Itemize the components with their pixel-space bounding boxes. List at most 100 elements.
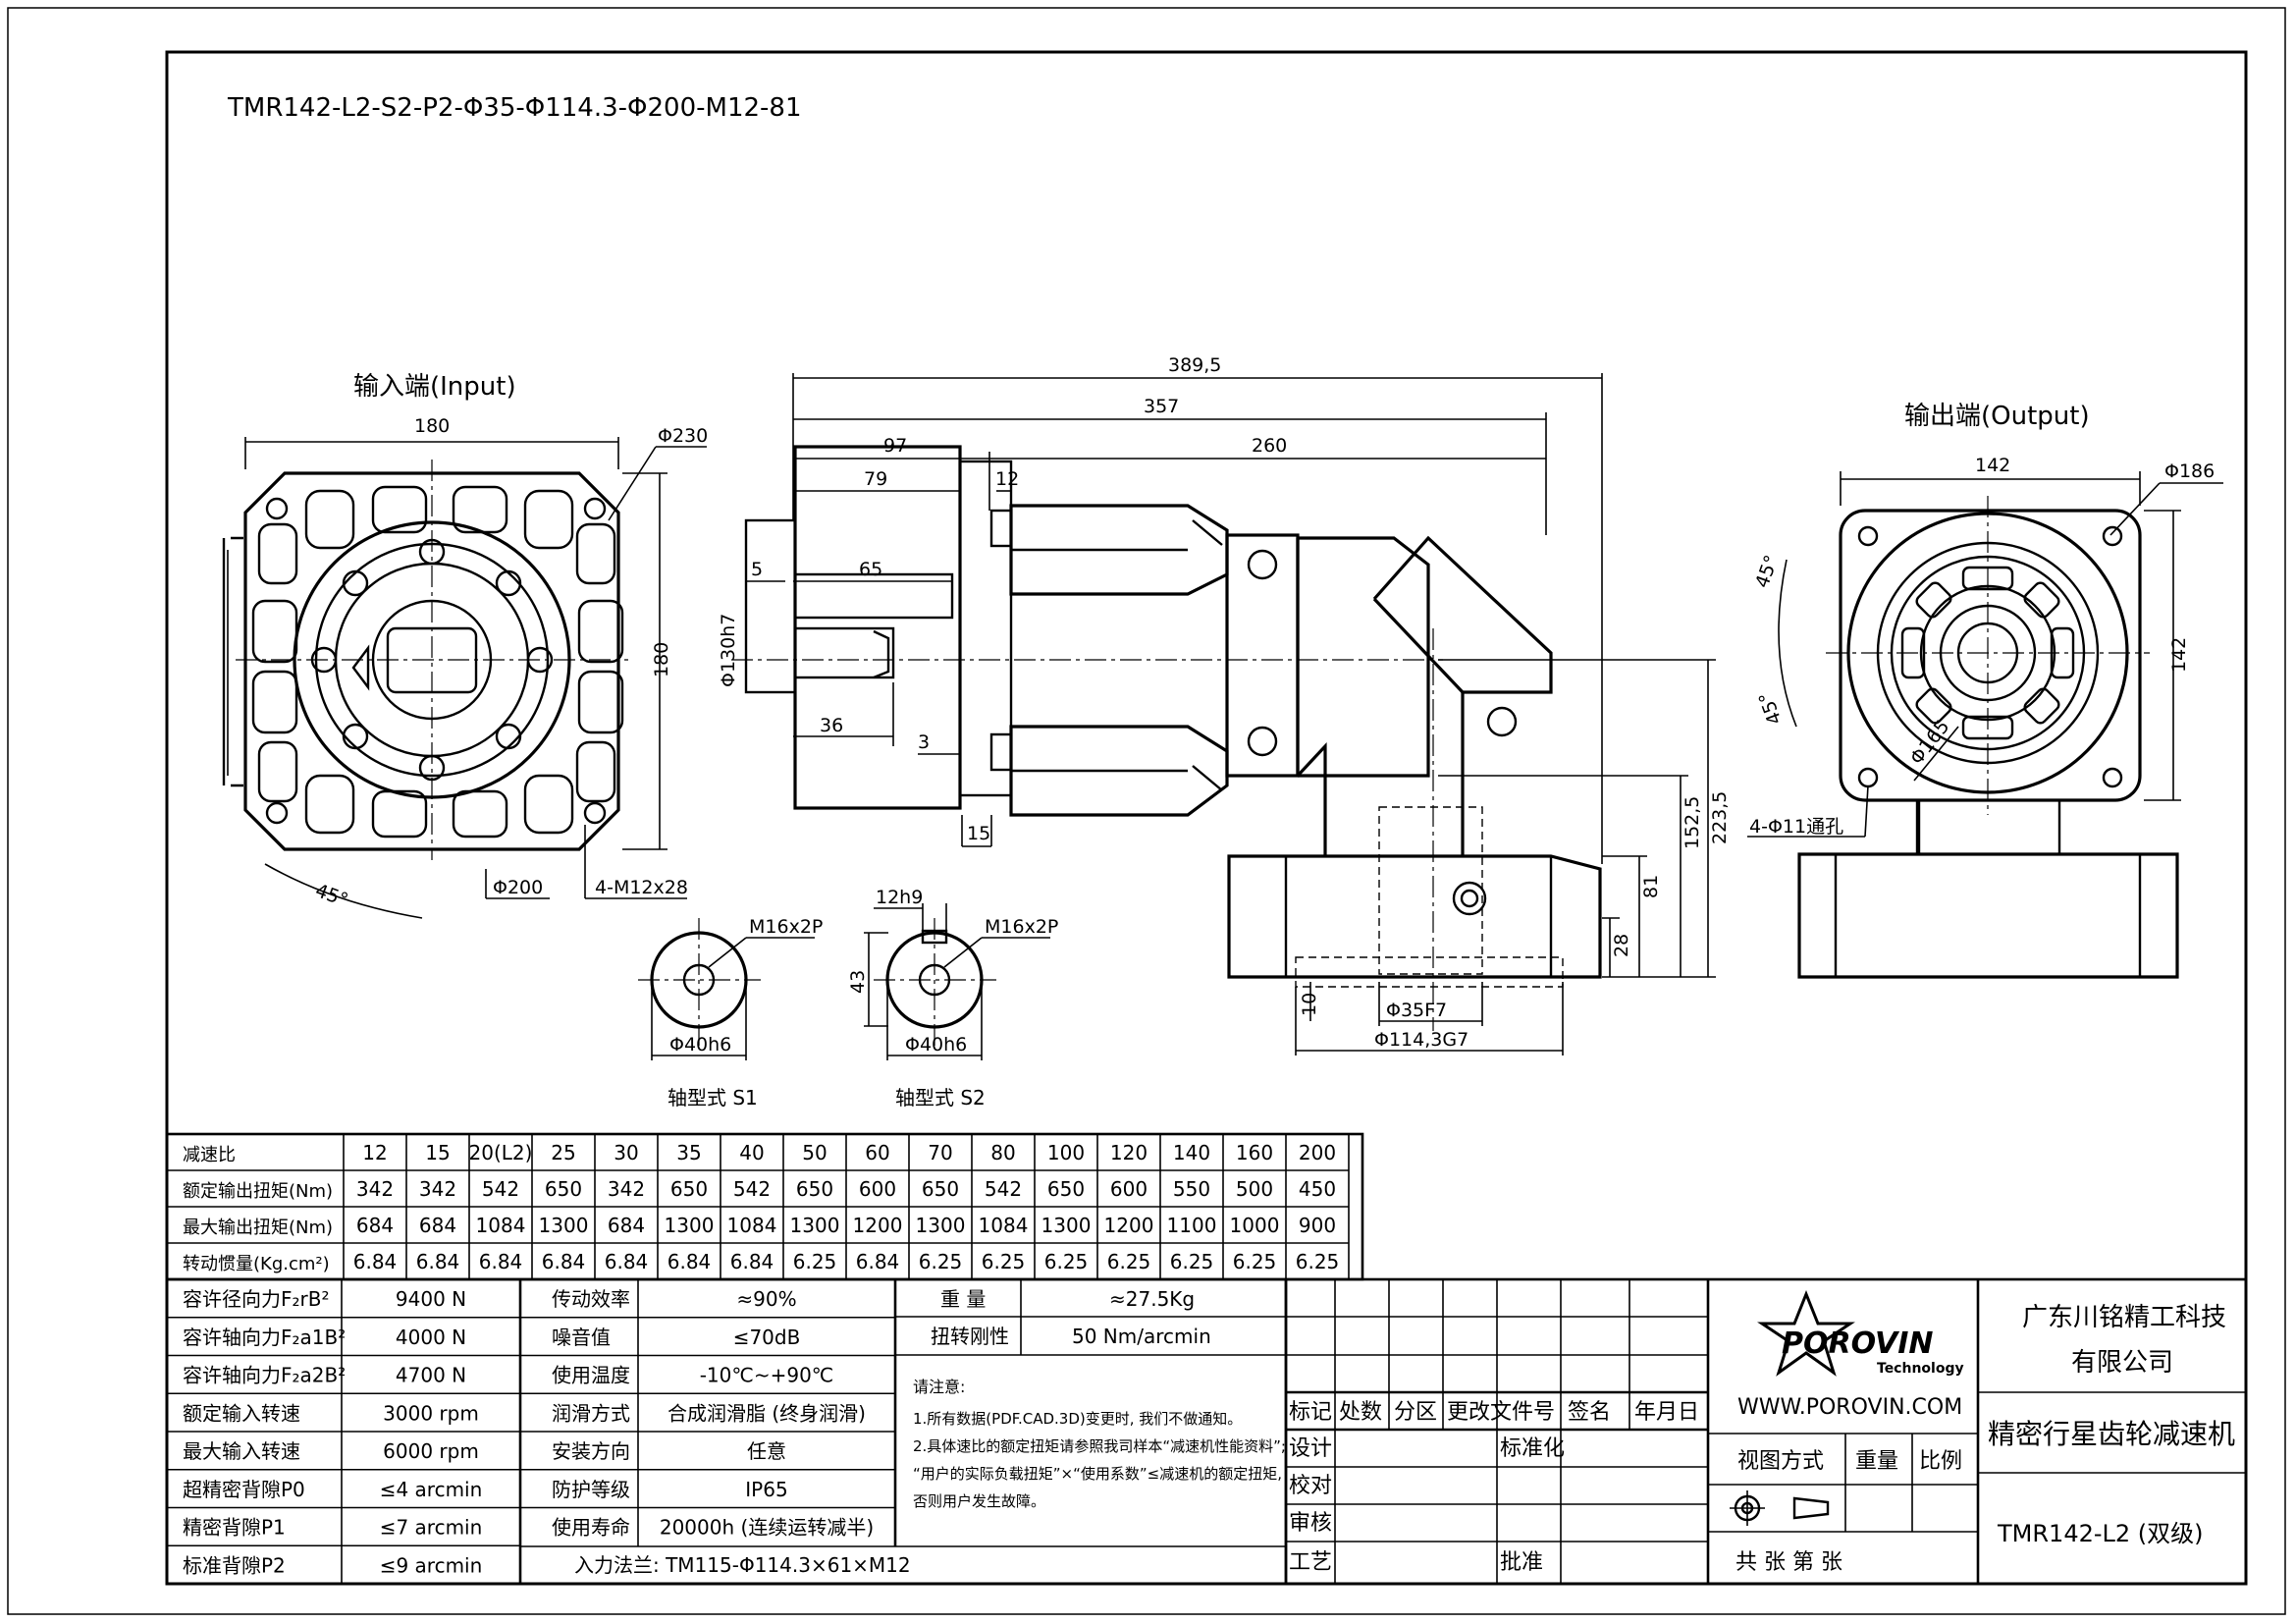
rev-header-count: 处数 [1339, 1400, 1382, 1425]
tb-weight: 重量 [1855, 1449, 1898, 1474]
max-torque-value: 1000 [1230, 1214, 1280, 1237]
out-dim-4-phi-11: 4-Φ11通孔 [1749, 816, 1843, 838]
ratio-value: 200 [1299, 1141, 1336, 1164]
inertia-value: 6.25 [1233, 1250, 1277, 1273]
max-torque-value: 684 [419, 1214, 456, 1237]
spec-mid-value: 合成润滑脂 (终身润滑) [667, 1401, 866, 1425]
spec-left-value: 4700 N [396, 1364, 466, 1387]
rev-header-zone: 分区 [1394, 1400, 1437, 1425]
spec-left-value: 4000 N [396, 1326, 466, 1349]
spec-mid-value: IP65 [745, 1478, 787, 1501]
rated-torque-value: 342 [608, 1177, 645, 1201]
dim-phi-200: Φ200 [493, 877, 543, 898]
rated-torque-value: 500 [1236, 1177, 1273, 1201]
dim-36: 36 [820, 715, 843, 736]
spec-left-value: ≤7 arcmin [380, 1516, 483, 1540]
dim-81: 81 [1640, 875, 1662, 898]
rev-header-doc: 更改文件号 [1447, 1400, 1555, 1425]
output-view: 输出端(Output) [1747, 402, 2223, 979]
row-label-inertia: 转动惯量(Kg.cm²) [183, 1254, 330, 1274]
s2-dia: Φ40h6 [905, 1034, 967, 1056]
model-code: TMR142-L2-S2-P2-Φ35-Φ114.3-Φ200-M12-81 [227, 93, 802, 123]
tb-approve: 批准 [1500, 1550, 1543, 1575]
spec-left-value: 3000 rpm [383, 1401, 479, 1425]
company-line2: 有限公司 [2071, 1348, 2173, 1378]
notes-title: 请注意: [913, 1378, 965, 1396]
max-torque-value: 1200 [1104, 1214, 1154, 1237]
dim-5: 5 [751, 559, 763, 580]
max-torque-value: 1084 [727, 1214, 777, 1237]
s2-height: 43 [847, 970, 869, 994]
spec-weight-value: ≈27.5Kg [1109, 1287, 1195, 1311]
inertia-value: 6.25 [793, 1250, 837, 1273]
inertia-value: 6.25 [1170, 1250, 1214, 1273]
spec-left-label: 最大输入转速 [183, 1439, 300, 1463]
inertia-value: 6.25 [919, 1250, 963, 1273]
inertia-value: 6.84 [416, 1250, 460, 1273]
input-view-title: 输入端(Input) [353, 372, 516, 402]
inertia-value: 6.25 [1044, 1250, 1089, 1273]
spec-mid-label: 噪音值 [552, 1326, 611, 1349]
spec-left-label: 容许轴向力F₂a1B² [183, 1326, 346, 1349]
spec-left-value: 6000 rpm [383, 1439, 479, 1463]
rev-header-date: 年月日 [1634, 1400, 1699, 1425]
tb-process: 工艺 [1289, 1550, 1332, 1575]
company-line1: 广东川铭精工科技 [2022, 1303, 2226, 1332]
dim-389-5: 389,5 [1168, 354, 1221, 376]
ratio-value: 140 [1173, 1141, 1210, 1164]
ratio-value: 60 [865, 1141, 889, 1164]
max-torque-value: 900 [1299, 1214, 1336, 1237]
rated-torque-value: 542 [733, 1177, 771, 1201]
dim-phi-130h7: Φ130h7 [718, 614, 739, 687]
ratio-value: 30 [614, 1141, 638, 1164]
row-label-ratio: 减速比 [183, 1145, 236, 1165]
s2-key: 12h9 [876, 887, 923, 908]
inertia-value: 6.25 [982, 1250, 1026, 1273]
notes-line4: 否则用户发生故障。 [913, 1492, 1045, 1510]
spec-mid-value: 任意 [747, 1439, 786, 1463]
rated-torque-value: 542 [985, 1177, 1022, 1201]
s1-dia: Φ40h6 [669, 1034, 731, 1056]
spec-mid-label: 润滑方式 [552, 1401, 630, 1425]
max-torque-value: 1300 [790, 1214, 840, 1237]
dim-260: 260 [1252, 435, 1287, 457]
s2-thread: M16x2P [985, 916, 1058, 938]
spec-mid-label: 使用寿命 [552, 1516, 630, 1540]
projection-symbol-icon [1730, 1490, 1830, 1526]
dim-phi-35f7: Φ35F7 [1386, 1000, 1447, 1021]
rated-torque-value: 342 [356, 1177, 394, 1201]
spec-mid-value: -10℃~+90℃ [700, 1364, 834, 1387]
rated-torque-value: 650 [670, 1177, 708, 1201]
dim-4-m12: 4-M12x28 [595, 877, 688, 898]
dim-357: 357 [1144, 396, 1179, 417]
dim-15: 15 [967, 823, 990, 844]
dim-45-input: 45° [312, 880, 350, 911]
dim-12: 12 [995, 468, 1019, 490]
rated-torque-value: 542 [482, 1177, 519, 1201]
s2-caption: 轴型式 S2 [895, 1086, 986, 1110]
inertia-value: 6.84 [479, 1250, 523, 1273]
spec-stiffness-label: 扭转刚性 [931, 1325, 1009, 1348]
inertia-value: 6.25 [1296, 1250, 1340, 1273]
dim-180-width: 180 [414, 415, 450, 437]
max-torque-value: 684 [608, 1214, 645, 1237]
ratio-value: 80 [990, 1141, 1015, 1164]
spec-left-label: 精密背隙P1 [183, 1516, 286, 1540]
dim-3: 3 [918, 731, 930, 753]
porovin-logo: POROVIN Technology [1757, 1289, 1964, 1377]
spec-mid-value: 20000h (连续运转减半) [660, 1516, 874, 1540]
max-torque-value: 1300 [665, 1214, 715, 1237]
out-dim-45-bottom: 45° [1755, 689, 1787, 728]
ratio-value: 15 [425, 1141, 450, 1164]
tb-sheets: 共 张 第 张 [1735, 1550, 1842, 1575]
out-dim-142-height: 142 [2168, 637, 2190, 673]
dim-79: 79 [864, 468, 887, 490]
rev-header-sign: 签名 [1568, 1400, 1611, 1425]
spec-mid-label: 使用温度 [552, 1364, 630, 1387]
tb-review: 审核 [1289, 1511, 1332, 1536]
spec-stiffness-value: 50 Nm/arcmin [1072, 1325, 1211, 1348]
s1-thread: M16x2P [749, 916, 823, 938]
product-name: 精密行星齿轮减速机 [1988, 1418, 2235, 1450]
